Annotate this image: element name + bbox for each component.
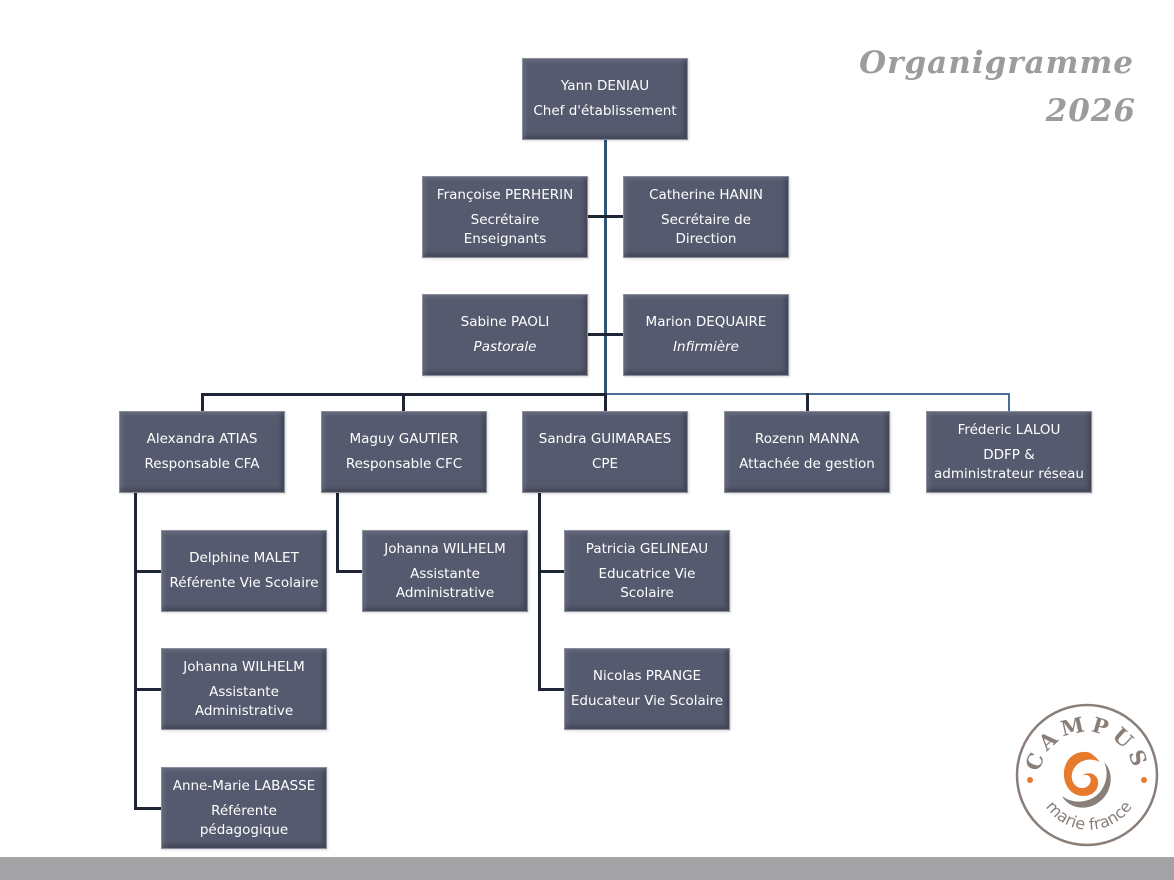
node-name: Catherine HANIN <box>649 186 763 203</box>
node-role: Educatrice Vie Scolaire <box>598 565 696 601</box>
logo-dot-right <box>1141 777 1147 783</box>
chart-title: Organigramme <box>859 45 1134 81</box>
node-cfa-pedagogique: Anne-Marie LABASSE Référente pédagogique <box>161 767 327 849</box>
node-nurse: Marion DEQUAIRE Infirmière <box>623 294 789 376</box>
node-pastorale: Sabine PAOLI Pastorale <box>422 294 588 376</box>
connector-drop-cfa <box>201 393 204 412</box>
node-role: DDFP & administrateur réseau <box>934 446 1084 482</box>
node-role: Responsable CFA <box>144 456 260 472</box>
chart-year: 2026 <box>1045 93 1136 129</box>
node-name: Delphine MALET <box>189 550 299 566</box>
footer-band <box>0 857 1174 880</box>
connector-cfc-assistante <box>336 570 363 573</box>
node-cfa: Alexandra ATIAS Responsable CFA <box>119 411 285 493</box>
node-name: Fréderic LALOU <box>957 421 1061 438</box>
connector-cfa-pedagogique <box>134 807 162 810</box>
node-name: Maguy GAUTIER <box>349 431 459 447</box>
node-gestion: Rozenn MANNA Attachée de gestion <box>724 411 890 493</box>
node-cfa-vie-scolaire: Delphine MALET Référente Vie Scolaire <box>161 530 327 612</box>
connector-drop-ddfp <box>1008 393 1010 412</box>
node-role: Assistante Administrative <box>395 565 495 601</box>
node-name: Yann DENIAU <box>560 78 650 94</box>
node-director: Yann DENIAU Chef d'établissement <box>522 58 688 140</box>
node-cfc-assistante: Johanna WILHELM Assistante Administrativ… <box>362 530 528 612</box>
node-name: Marion DEQUAIRE <box>645 314 767 330</box>
node-role: Infirmière <box>673 339 739 355</box>
node-role: CPE <box>591 456 619 472</box>
node-name: Sandra GUIMARAES <box>538 431 672 447</box>
node-role: Responsable CFC <box>345 456 463 472</box>
node-name: Johanna WILHELM <box>384 540 506 557</box>
node-name: Patricia GELINEAU <box>585 540 709 557</box>
node-role: Référente pédagogique <box>199 802 289 838</box>
connector-drop-cpe <box>604 393 607 412</box>
node-name: Françoise PERHERIN <box>436 186 574 203</box>
node-role: Secrétaire Enseignants <box>463 211 547 247</box>
connector-drop-gestion <box>806 393 809 412</box>
node-role: Référente Vie Scolaire <box>169 575 319 591</box>
connector-cfa-vie-scolaire <box>134 570 162 573</box>
node-secretary-teachers: Françoise PERHERIN Secrétaire Enseignant… <box>422 176 588 258</box>
node-cpe-educateur: Nicolas PRANGE Educateur Vie Scolaire <box>564 648 730 730</box>
connector-drop-cfc <box>402 393 405 412</box>
node-role: Pastorale <box>473 339 537 355</box>
node-name: Johanna WILHELM <box>183 658 305 675</box>
node-cpe: Sandra GUIMARAES CPE <box>522 411 688 493</box>
node-role: Educateur Vie Scolaire <box>570 693 724 709</box>
node-role: Secrétaire de Direction <box>661 211 751 247</box>
node-name: Rozenn MANNA <box>754 431 860 447</box>
node-secretary-direction: Catherine HANIN Secrétaire de Direction <box>623 176 789 258</box>
node-role: Attachée de gestion <box>739 456 875 472</box>
connector-trunk <box>604 140 607 412</box>
connector-pastorale-nurse <box>588 333 624 336</box>
node-name: Sabine PAOLI <box>460 314 550 330</box>
connector-cfa-assistante <box>134 688 162 691</box>
connector-secretaries <box>588 215 624 218</box>
campus-logo: CAMPUS marie france <box>1015 703 1159 847</box>
node-cfa-assistante: Johanna WILHELM Assistante Administrativ… <box>161 648 327 730</box>
node-name: Nicolas PRANGE <box>592 668 702 684</box>
node-cfc: Maguy GAUTIER Responsable CFC <box>321 411 487 493</box>
connector-cfa-vertical <box>134 493 137 810</box>
node-ddfp: Fréderic LALOU DDFP & administrateur rés… <box>926 411 1092 493</box>
node-role: Assistante Administrative <box>194 683 294 719</box>
connector-cpe-educateur <box>538 688 565 691</box>
node-name: Alexandra ATIAS <box>146 431 258 447</box>
node-cpe-educatrice: Patricia GELINEAU Educatrice Vie Scolair… <box>564 530 730 612</box>
connector-cfc-vertical <box>336 493 339 573</box>
logo-dot-left <box>1027 777 1033 783</box>
node-name: Anne-Marie LABASSE <box>172 777 316 794</box>
connector-cpe-vertical <box>538 493 541 691</box>
connector-cpe-educatrice <box>538 570 565 573</box>
node-role: Chef d'établissement <box>533 103 677 119</box>
swirl-icon <box>1062 751 1111 808</box>
